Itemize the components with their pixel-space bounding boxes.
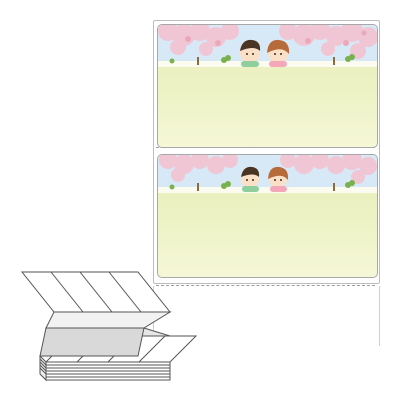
fanfold-label-stack-icon [20, 271, 198, 382]
fanfold-label-stack [20, 262, 200, 392]
cherry-blossom-children-illustration [158, 155, 377, 193]
perforation-line [156, 285, 375, 286]
label-2 [157, 154, 378, 278]
label-1 [157, 24, 378, 148]
cherry-blossom-children-illustration [158, 25, 377, 67]
